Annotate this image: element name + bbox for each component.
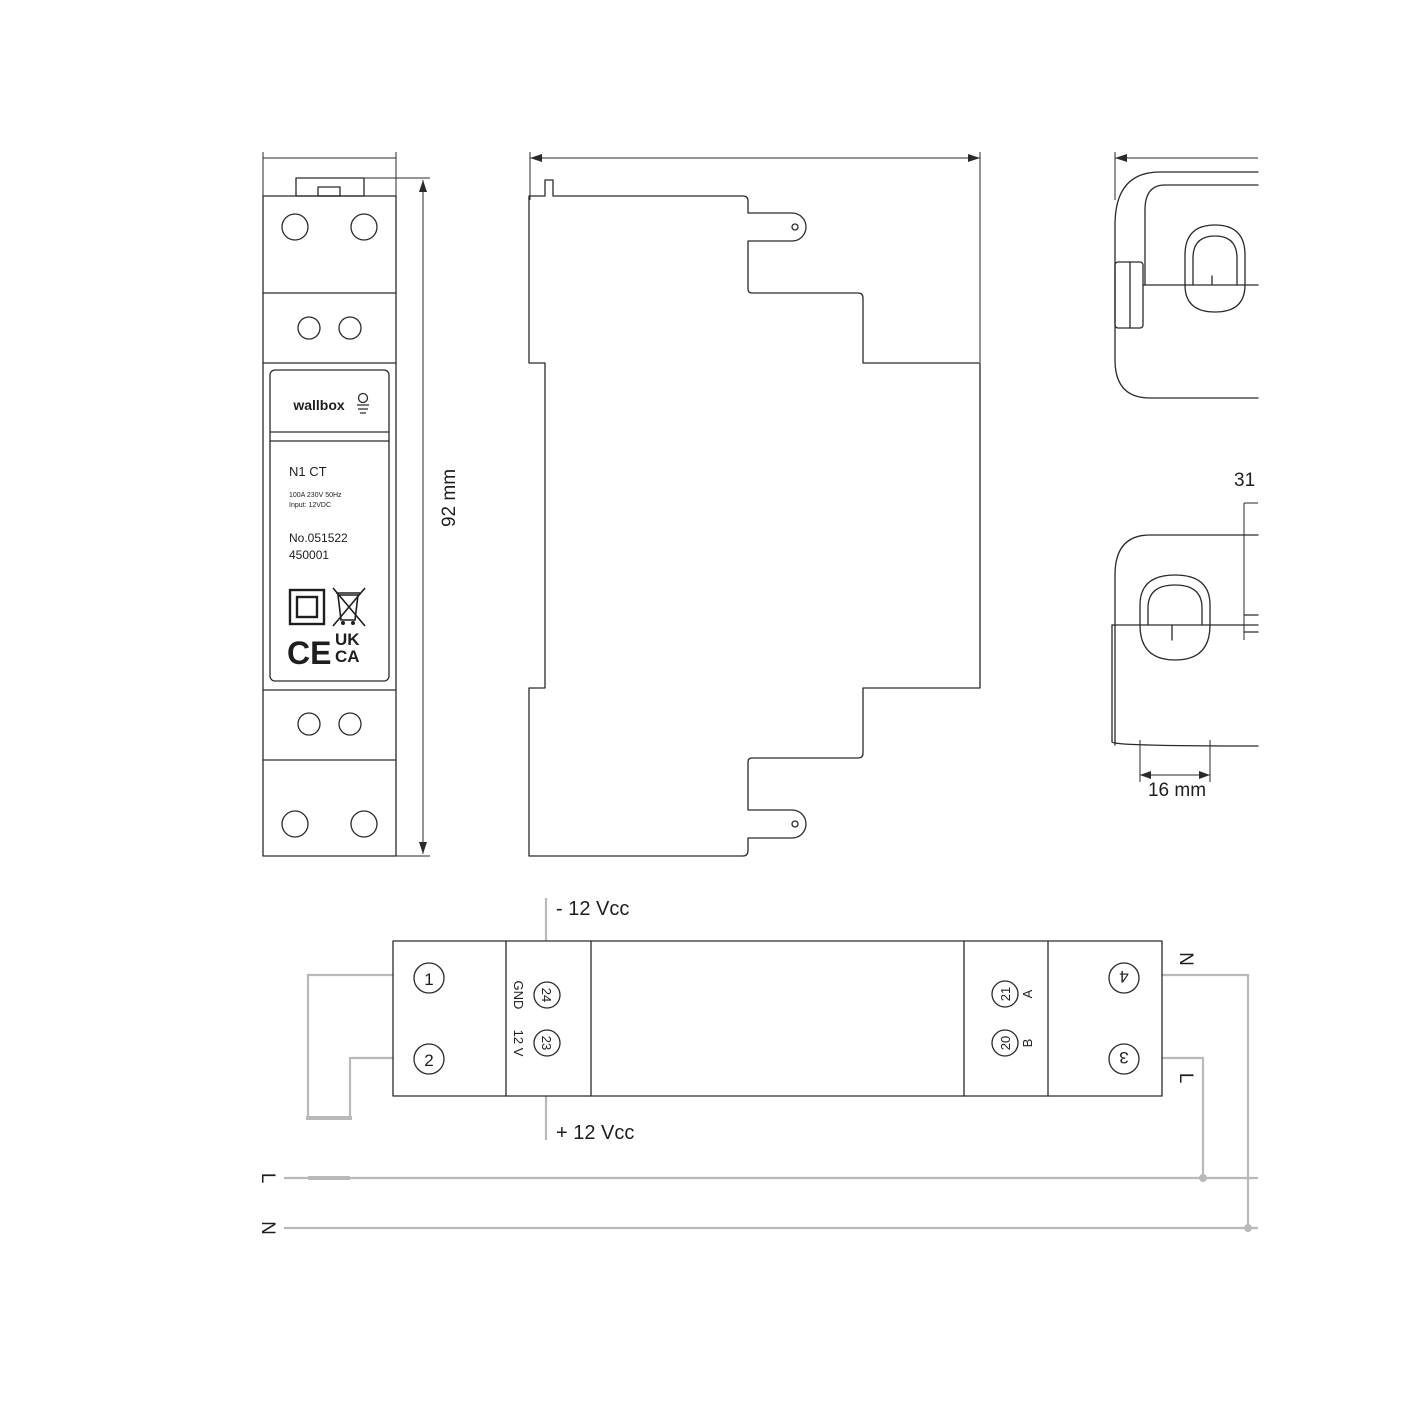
pos-supply-label: + 12 Vcc bbox=[556, 1122, 634, 1144]
clamp-depth-label: 31 bbox=[1234, 470, 1255, 491]
clamp-core-loop bbox=[1184, 224, 1246, 286]
svg-text:21: 21 bbox=[998, 987, 1013, 1001]
n-label-bus: N bbox=[257, 1221, 278, 1235]
terminal-20 bbox=[991, 1029, 1019, 1057]
side-profile-outline bbox=[528, 179, 981, 857]
12v-label: 12 V bbox=[511, 1030, 526, 1057]
terminal-hole bbox=[791, 223, 799, 231]
ukca-mark-top: UK bbox=[335, 630, 360, 649]
screw-terminal bbox=[281, 810, 309, 838]
screw-terminal bbox=[350, 213, 378, 241]
rating-text: 100A 230V 50Hz bbox=[289, 492, 342, 499]
brand-logo-icon bbox=[357, 392, 369, 414]
product-label bbox=[269, 369, 390, 682]
front-view: wallbox N1 CT 100A 230V 50Hz Input: 12VD… bbox=[262, 152, 460, 857]
terminal-24 bbox=[533, 981, 561, 1009]
brand-logo-text: wallbox bbox=[292, 397, 345, 413]
neg-supply-label: - 12 Vcc bbox=[556, 898, 629, 920]
l-label-bus: L bbox=[257, 1173, 278, 1184]
svg-text:23: 23 bbox=[539, 1036, 554, 1050]
neutral-junction-dot bbox=[1244, 1224, 1252, 1232]
wiring-diagram: - 12 Vcc + 12 Vcc 1 2 24 23 GND 12 V 21 bbox=[257, 898, 1258, 1235]
input-text: Input: 12VDC bbox=[289, 502, 331, 509]
terminal-21 bbox=[991, 980, 1019, 1008]
ce-mark: CE bbox=[287, 635, 331, 671]
terminal-4 bbox=[1108, 962, 1140, 994]
terminal-23 bbox=[533, 1029, 561, 1057]
terminal-hole bbox=[791, 820, 799, 828]
svg-text:4: 4 bbox=[1119, 967, 1128, 986]
height-dimension-label: 92 mm bbox=[439, 469, 460, 527]
svg-text:20: 20 bbox=[998, 1036, 1013, 1050]
svg-text:2: 2 bbox=[424, 1051, 433, 1070]
current-clamp-side-view: 31 16 mm bbox=[1111, 470, 1259, 801]
screw-terminal bbox=[338, 712, 362, 736]
terminal-1 bbox=[413, 962, 445, 994]
clamp-core-loop bbox=[1139, 574, 1211, 626]
model-name: N1 CT bbox=[289, 464, 327, 479]
a-label: A bbox=[1020, 989, 1035, 998]
svg-text:1: 1 bbox=[424, 970, 433, 989]
terminal-2 bbox=[413, 1043, 445, 1075]
screw-terminal bbox=[281, 213, 309, 241]
terminal-3 bbox=[1108, 1043, 1140, 1075]
clamp-latch bbox=[1114, 261, 1144, 329]
screw-terminal bbox=[350, 810, 378, 838]
screw-terminal bbox=[297, 712, 321, 736]
double-insulation-icon bbox=[288, 588, 326, 626]
n-label-right: N bbox=[1175, 952, 1196, 966]
svg-text:3: 3 bbox=[1119, 1048, 1128, 1067]
clamp-outline bbox=[1114, 171, 1259, 399]
clamp-width-label: 16 mm bbox=[1148, 780, 1206, 801]
gnd-label: GND bbox=[511, 981, 526, 1010]
ct-wire-1 bbox=[306, 973, 393, 1118]
device-body bbox=[262, 195, 397, 857]
ct-wire-2 bbox=[348, 1056, 393, 1118]
screw-terminal bbox=[338, 316, 362, 340]
b-label: B bbox=[1020, 1039, 1035, 1048]
device-schematic-box bbox=[392, 940, 1163, 1097]
clamp-outline bbox=[1114, 534, 1259, 746]
screw-terminal bbox=[297, 316, 321, 340]
product-number: No.051522 bbox=[289, 531, 348, 545]
side-view bbox=[528, 152, 981, 857]
svg-text:24: 24 bbox=[539, 988, 554, 1002]
live-wire bbox=[1162, 1056, 1205, 1178]
serial-number: 450001 bbox=[289, 548, 329, 562]
ukca-mark-bottom: CA bbox=[335, 647, 360, 666]
neutral-wire bbox=[1162, 973, 1250, 1228]
current-clamp-top-view bbox=[1114, 152, 1259, 399]
weee-bin-icon bbox=[332, 587, 366, 627]
live-junction-dot bbox=[1199, 1174, 1207, 1182]
l-label-right: L bbox=[1175, 1073, 1196, 1084]
